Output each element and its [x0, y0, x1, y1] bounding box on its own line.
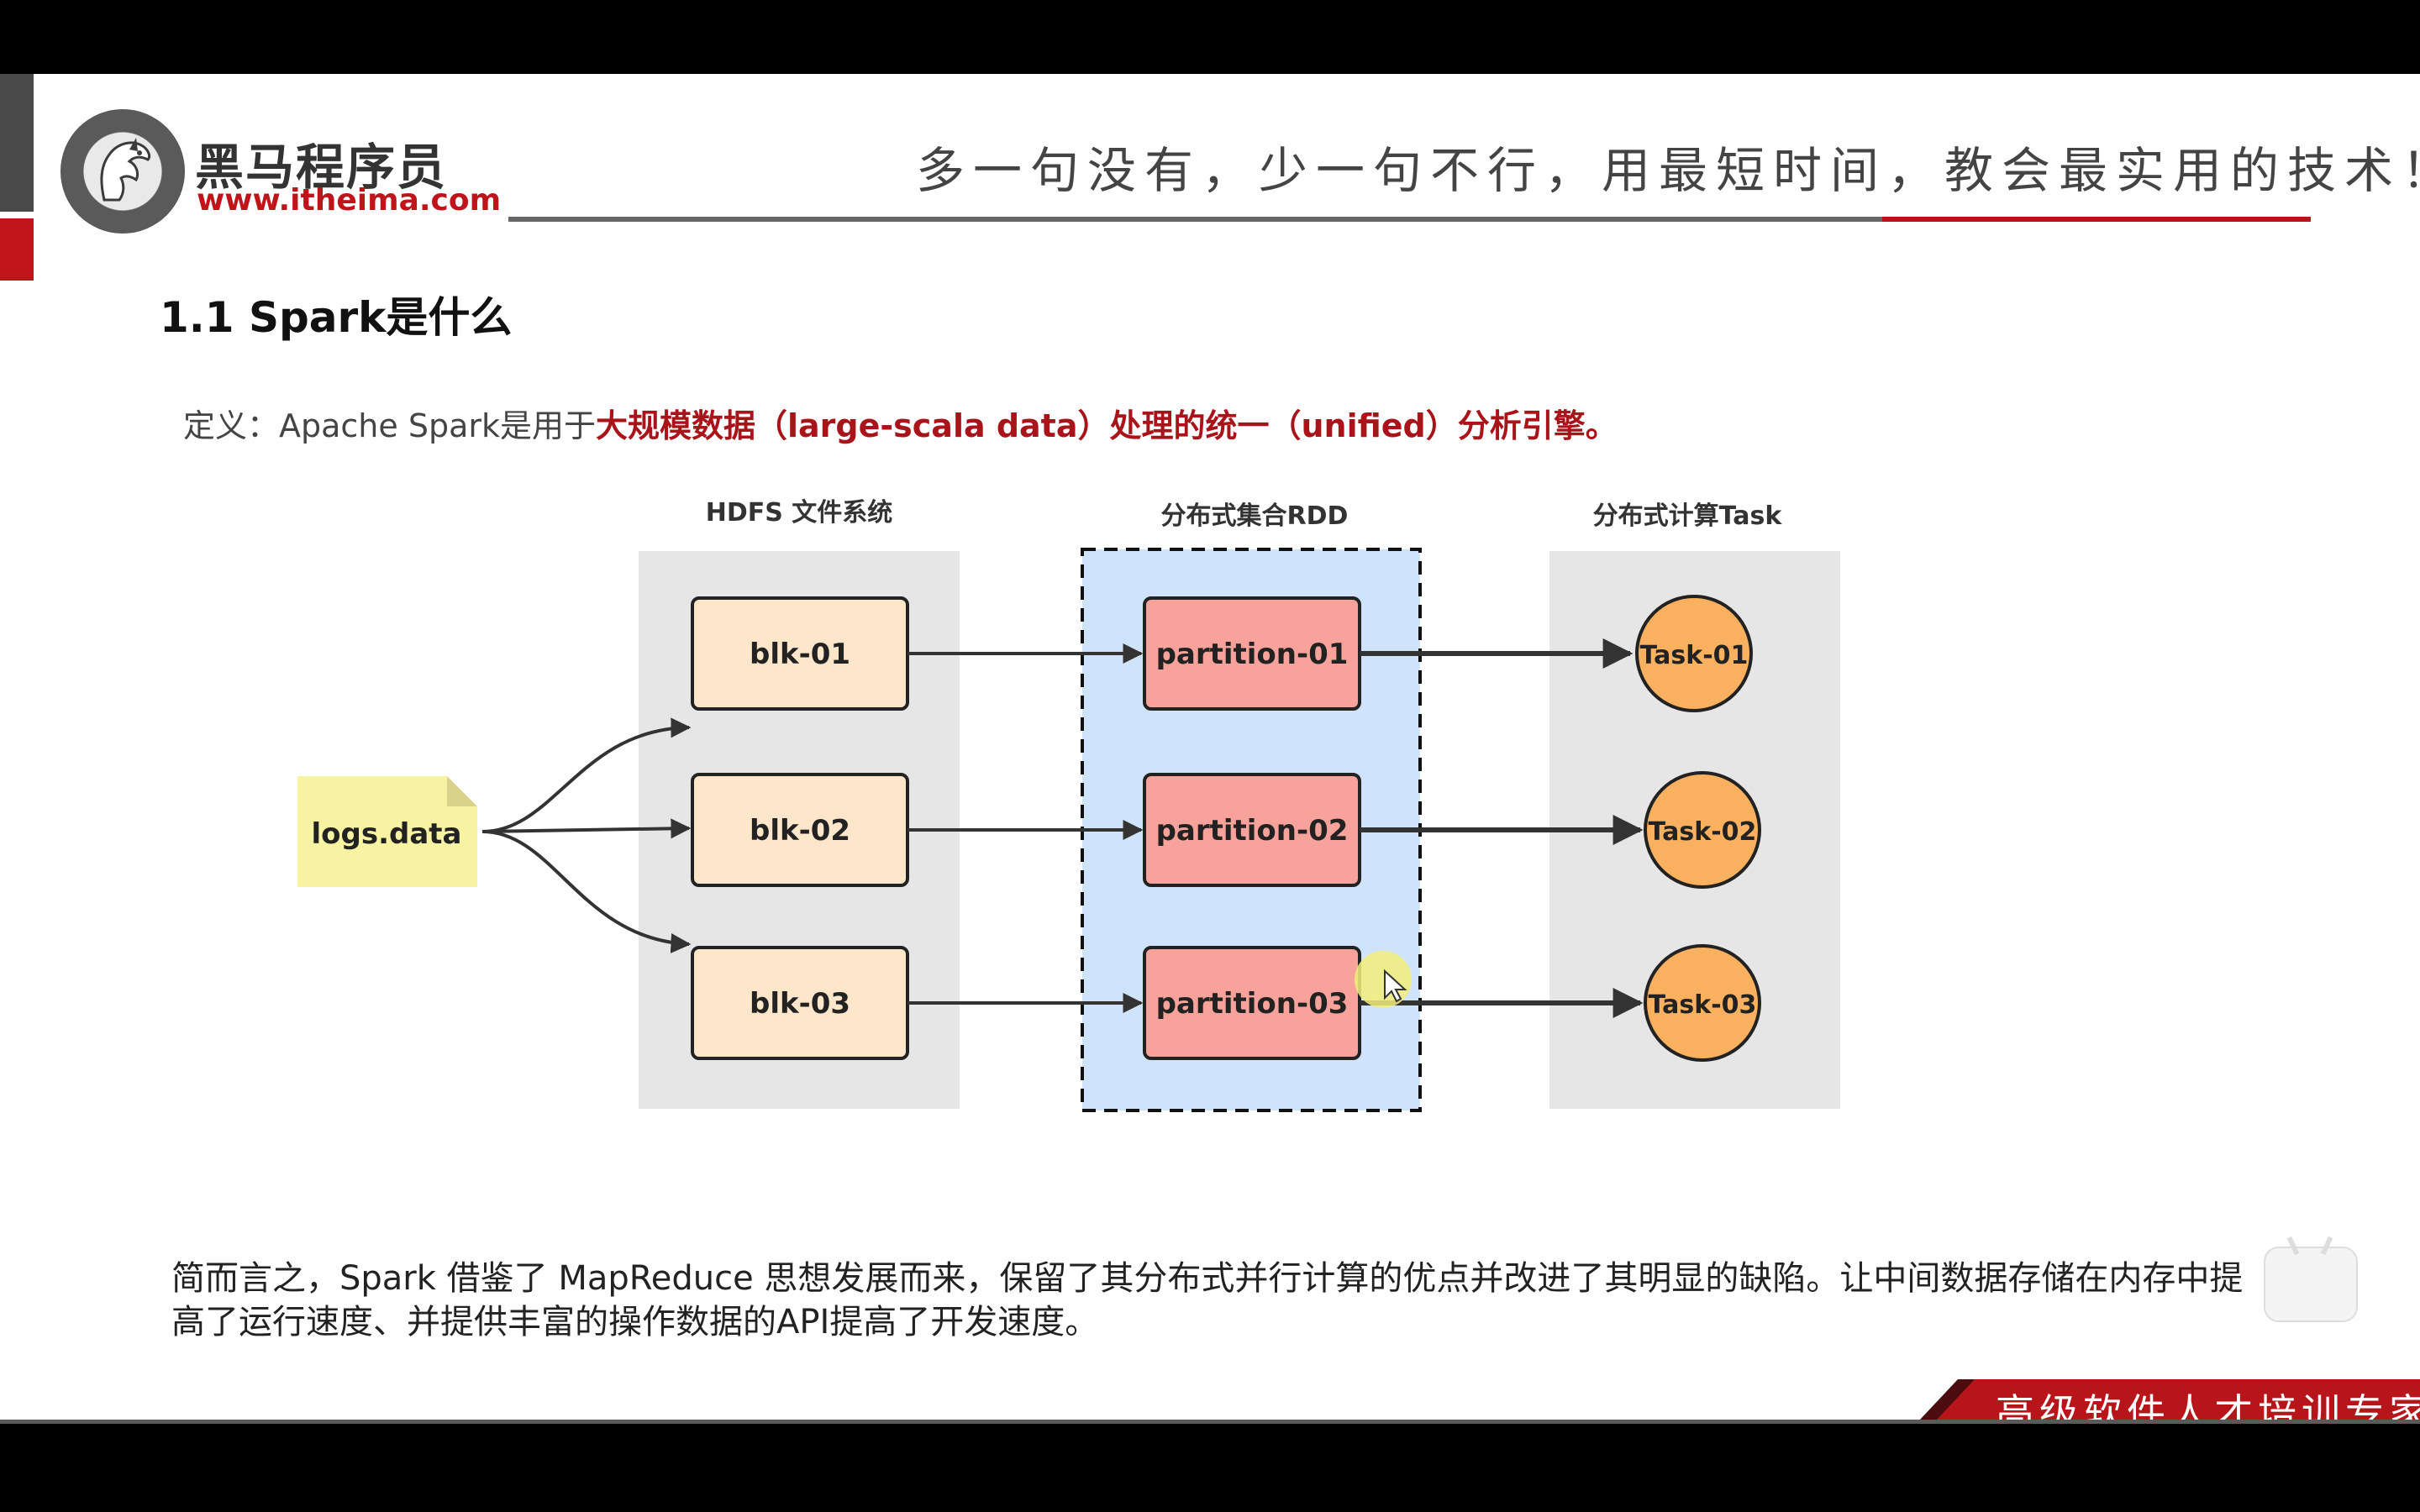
- group-label-task: 分布式计算Task: [1593, 501, 1783, 531]
- bilibili-tv-icon[interactable]: [2264, 1236, 2358, 1322]
- partition-node: partition-03: [1143, 946, 1361, 1060]
- footer-tagline: 高级软件人才培训专家: [1996, 1390, 2420, 1424]
- block-label: blk-03: [750, 987, 850, 1021]
- partition-label: partition-02: [1156, 814, 1349, 848]
- group-label-hdfs: HDFS 文件系统: [706, 498, 893, 528]
- task-label: Task-01: [1640, 641, 1749, 670]
- block-node: blk-03: [691, 946, 909, 1060]
- partition-label: partition-01: [1156, 638, 1349, 671]
- brand-name: 黑马程序员: [195, 139, 448, 196]
- slogan: 多一句没有，少一句不行，用最短时间，教会最实用的技术！: [916, 142, 2420, 199]
- spark-architecture-diagram: HDFS 文件系统 分布式集合RDD 分布式计算Task logs.data b…: [297, 498, 1840, 1112]
- task-label: Task-03: [1649, 990, 1757, 1020]
- summary-line-2: 高了运行速度、并提供丰富的操作数据的API提高了开发速度。: [171, 1303, 1099, 1341]
- task-node: Task-01: [1635, 595, 1753, 712]
- summary-paragraph: 简而言之，Spark 借鉴了 MapReduce 思想发展而来，保留了其分布式并…: [171, 1257, 2243, 1344]
- horse-icon: [100, 138, 151, 202]
- mouse-cursor-icon: [1355, 951, 1412, 1008]
- brand-logo-icon: [60, 109, 185, 234]
- task-node: Task-03: [1644, 944, 1761, 1062]
- definition-highlight: 大规模数据（large-scala data）处理的统一（unified）分析引…: [596, 407, 1618, 444]
- source-file-label: logs.data: [312, 817, 462, 851]
- footer-tag-banner: [1924, 1379, 2420, 1424]
- left-accent-bar: [0, 74, 34, 212]
- source-file-shape: [297, 776, 477, 887]
- task-node: Task-02: [1644, 771, 1761, 889]
- block-node: blk-01: [691, 596, 909, 711]
- partition-node: partition-01: [1143, 596, 1361, 711]
- arrow-source-blk-03: [481, 830, 692, 953]
- brand-url: www.itheima.com: [197, 183, 502, 218]
- source-file-fold: [447, 776, 477, 806]
- block-label: blk-01: [750, 638, 850, 671]
- partition-label: partition-03: [1156, 987, 1349, 1021]
- slide-title: 1.1 Spark是什么: [160, 293, 513, 342]
- definition-prefix: 定义：Apache Spark是用于: [183, 407, 596, 444]
- group-label-rdd: 分布式集合RDD: [1161, 501, 1349, 531]
- arrow-source-blk-01: [481, 717, 692, 833]
- summary-line-1: 简而言之，Spark 借鉴了 MapReduce 思想发展而来，保留了其分布式并…: [171, 1259, 2244, 1298]
- block-node: blk-02: [691, 773, 909, 887]
- definition-text: 定义：Apache Spark是用于大规模数据（large-scala data…: [183, 400, 1618, 446]
- block-label: blk-02: [750, 814, 850, 848]
- header-divider: [508, 217, 1882, 222]
- video-bottom-letterbox: [0, 1424, 2420, 1512]
- header-divider-accent: [1882, 217, 2311, 222]
- presentation-slide: 黑马程序员 www.itheima.com 多一句没有，少一句不行，用最短时间，…: [0, 74, 2420, 1424]
- arrow-source-blk-02: [481, 818, 692, 839]
- task-label: Task-02: [1649, 817, 1757, 847]
- video-top-letterbox: [0, 0, 2420, 74]
- left-accent-red-bar: [0, 218, 34, 281]
- partition-node: partition-02: [1143, 773, 1361, 887]
